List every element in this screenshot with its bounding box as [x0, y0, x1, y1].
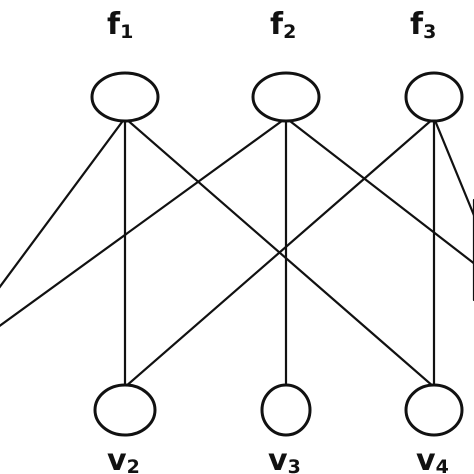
- factor-node-f2-label: f2: [270, 7, 296, 43]
- factor-node-f3-circle: [404, 71, 464, 123]
- edge-f1-offscreen-left: [0, 116, 127, 289]
- variable-node-v4-circle: [404, 383, 464, 437]
- factor-node-f3-label: f3: [410, 7, 436, 43]
- variable-node-v4-label: v4: [416, 443, 449, 474]
- factor-node-f1: f1: [90, 7, 160, 123]
- variable-node-v3-label: v3: [268, 443, 301, 474]
- factor-node-f1-label: f1: [107, 7, 133, 43]
- edge-f2-v2: [0, 116, 288, 328]
- factor-node-f2-circle: [251, 71, 321, 123]
- factor-node-f2: f2: [251, 7, 321, 123]
- variable-node-v2-label: v2: [107, 443, 140, 474]
- variable-node-v3: v3: [260, 383, 312, 474]
- edge-f2-offscreen-right: [284, 116, 474, 265]
- variable-node-v4: v4: [404, 383, 464, 474]
- variable-node-v3-circle: [260, 383, 312, 437]
- edge-f3-offscreen-right: [432, 116, 474, 219]
- edge-f3-v2: [123, 116, 436, 389]
- factor-node-f3: f3: [404, 7, 464, 123]
- edges: [0, 116, 474, 389]
- variable-node-v2-circle: [93, 383, 157, 437]
- variable-node-v2: v2: [93, 383, 157, 474]
- factor-node-f1-circle: [90, 71, 160, 123]
